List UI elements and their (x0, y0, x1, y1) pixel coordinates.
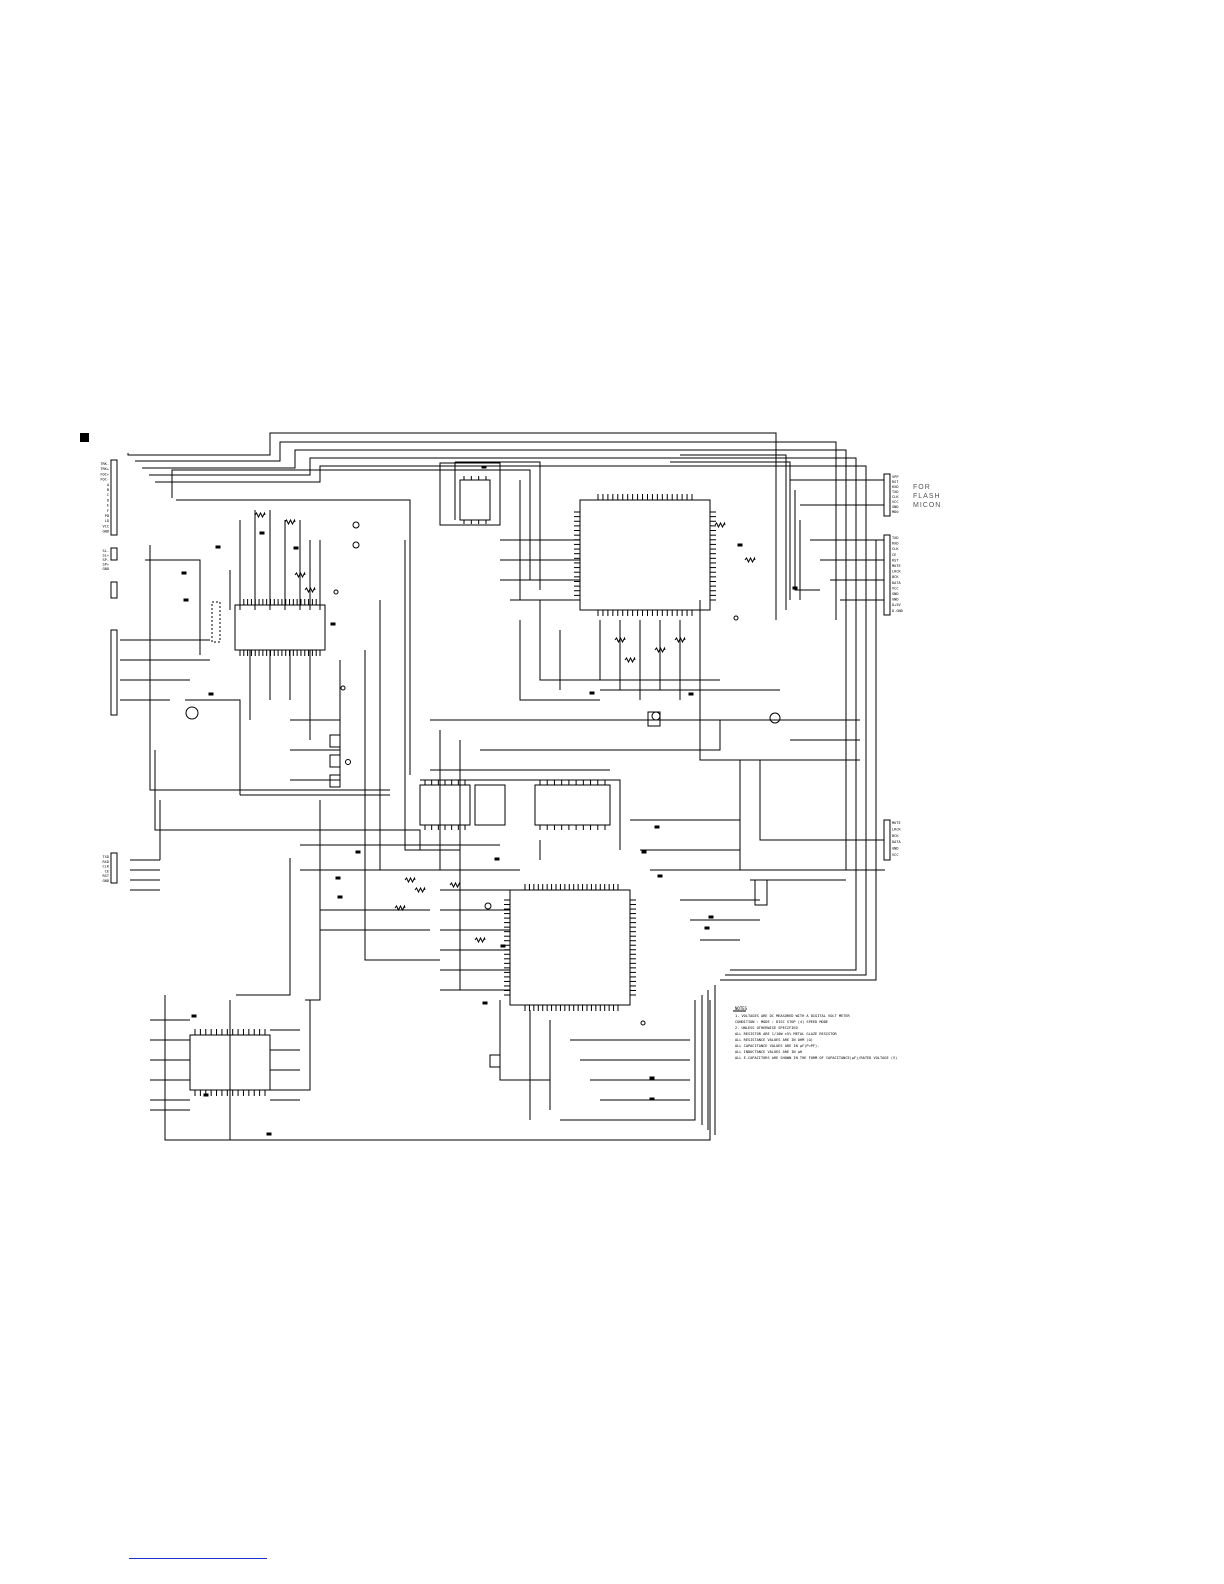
left-top-connector-pin-label: VCC (103, 524, 110, 528)
right-mid-connector-pin-label: TXD (892, 536, 899, 540)
left-mid-connector-pin-label: GND (103, 567, 110, 571)
right-top-connector-pin-label: RST (892, 480, 899, 484)
right-mid-connector-pin-label: LRCK (892, 570, 901, 574)
right-mid-connector-pin-label: VCC (892, 586, 899, 590)
left-top-connector-pin-label: PD (105, 514, 109, 518)
left-low-connector-pin-label: GND (103, 879, 110, 883)
right-low-connector-pin-label: VCC (892, 853, 899, 857)
left-low-connector-pin-label: CLK (103, 865, 110, 869)
right-top-connector-pin-label: MD0 (892, 510, 899, 514)
left-low-connector-pin-label: TXD (103, 855, 110, 859)
right-mid-connector-pin-label: D+5V (892, 603, 901, 607)
notes-line: 2. UNLESS OTHERWISE SPECIFIED (735, 1026, 798, 1030)
right-mid-connector-pin-label: RXD (892, 542, 899, 546)
notes-line: ALL CAPACITANCE VALUES ARE IN µF(P=PF). (735, 1044, 819, 1048)
right-top-connector-pin-label: GND (892, 505, 899, 509)
left-top-connector-pin-label: E (107, 504, 109, 508)
right-low-connector-pin-label: BCK (892, 834, 899, 838)
left-low-connector-pin-label: RST (103, 874, 110, 878)
footer-link-underline[interactable] (129, 1558, 267, 1559)
left-mid-connector-pin-label: SL- (103, 549, 110, 553)
right-mid-connector-pin-label: BCK (892, 575, 899, 579)
left-top-connector-pin-label: B (107, 488, 109, 492)
right-mid-connector-pin-label: DATA (892, 581, 901, 585)
right-top-connector-pin-label: VCC (892, 500, 899, 504)
right-top-connector-pin-label: TXD (892, 490, 899, 494)
notes-line: ALL INDUCTANCE VALUES ARE IN µH (735, 1050, 802, 1054)
notes-line: CONDITION : MODE : DISC STOP (4) SPEED M… (735, 1020, 828, 1024)
left-top-connector-pin-label: LD (105, 519, 109, 523)
right-mid-connector-pin-label: CLK (892, 547, 899, 551)
rf-amp-ic-body (234, 604, 326, 651)
right-mid-connector-pin-label: GND (892, 598, 899, 602)
right-mid-connector-pin-label: RST (892, 558, 899, 562)
right-top-connector-pin-label: VPP (892, 475, 899, 479)
right-mid-connector-pin-label: CE (892, 553, 896, 557)
dsp-ic-body (509, 889, 631, 1006)
driver-ic-body (189, 1034, 271, 1091)
left-top-connector-pin-label: D (107, 498, 109, 502)
left-top-connector-pin-label: FOC- (100, 478, 109, 482)
left-low-connector-pin-label: CE (105, 869, 109, 873)
right-low-connector-pin-label: GND (892, 847, 899, 851)
notes-line: ALL RESISTANCE VALUES ARE IN OHM (Ω) (735, 1038, 813, 1042)
right-mid-connector-pin-label: D.GND (892, 609, 903, 613)
flash-label-line2: FLASH (913, 493, 941, 500)
notes-line: ALL E-CAPACITORS ARE SHOWN IN THE FORM O… (735, 1056, 897, 1060)
left-top-connector-pin-label: TRK+ (100, 467, 109, 471)
right-mid-connector-pin-label: GND (892, 592, 899, 596)
logic-ic1-body (419, 784, 471, 826)
right-low-connector-pin-label: MUTE (892, 821, 901, 825)
eeprom-ic-body (459, 479, 491, 521)
logic-ic3-body (534, 784, 611, 826)
left-top-connector-pin-label: C (107, 493, 109, 497)
left-top-connector-pin-label: TRK- (100, 462, 109, 466)
left-top-connector-pin-label: GND (103, 530, 110, 534)
main-ic-body (579, 499, 711, 611)
left-mid-connector-pin-label: SL+ (103, 554, 110, 558)
notes-heading: NOTES (735, 1006, 748, 1011)
left-top-connector-pin-label: FOC+ (100, 472, 109, 476)
logic-ic2-body (474, 784, 506, 826)
left-top-connector-pin-label: A (107, 483, 110, 487)
right-top-connector-pin-label: RXD (892, 485, 899, 489)
right-low-connector-pin-label: DATA (892, 840, 901, 844)
left-low-connector-pin-label: RXD (103, 860, 110, 864)
left-mid-connector-pin-label: SP- (103, 558, 110, 562)
section-marker-icon (80, 433, 89, 442)
notes-line: 1. VOLTAGES ARE DC MEASURED WITH A DIGIT… (735, 1014, 851, 1018)
left-mid-connector-pin-label: SP+ (103, 563, 110, 567)
flash-label-line3: MICON (913, 502, 941, 509)
left-top-connector-pin-label: F (107, 509, 109, 513)
right-low-connector-pin-label: LRCK (892, 827, 901, 831)
notes-line: ALL RESISTOR ARE 1/10W ±5% METAL GLAZE R… (735, 1032, 838, 1036)
right-top-connector-pin-label: CLK (892, 495, 899, 499)
right-mid-connector-pin-label: MUTE (892, 564, 901, 568)
flash-label-line1: FOR (913, 484, 931, 491)
